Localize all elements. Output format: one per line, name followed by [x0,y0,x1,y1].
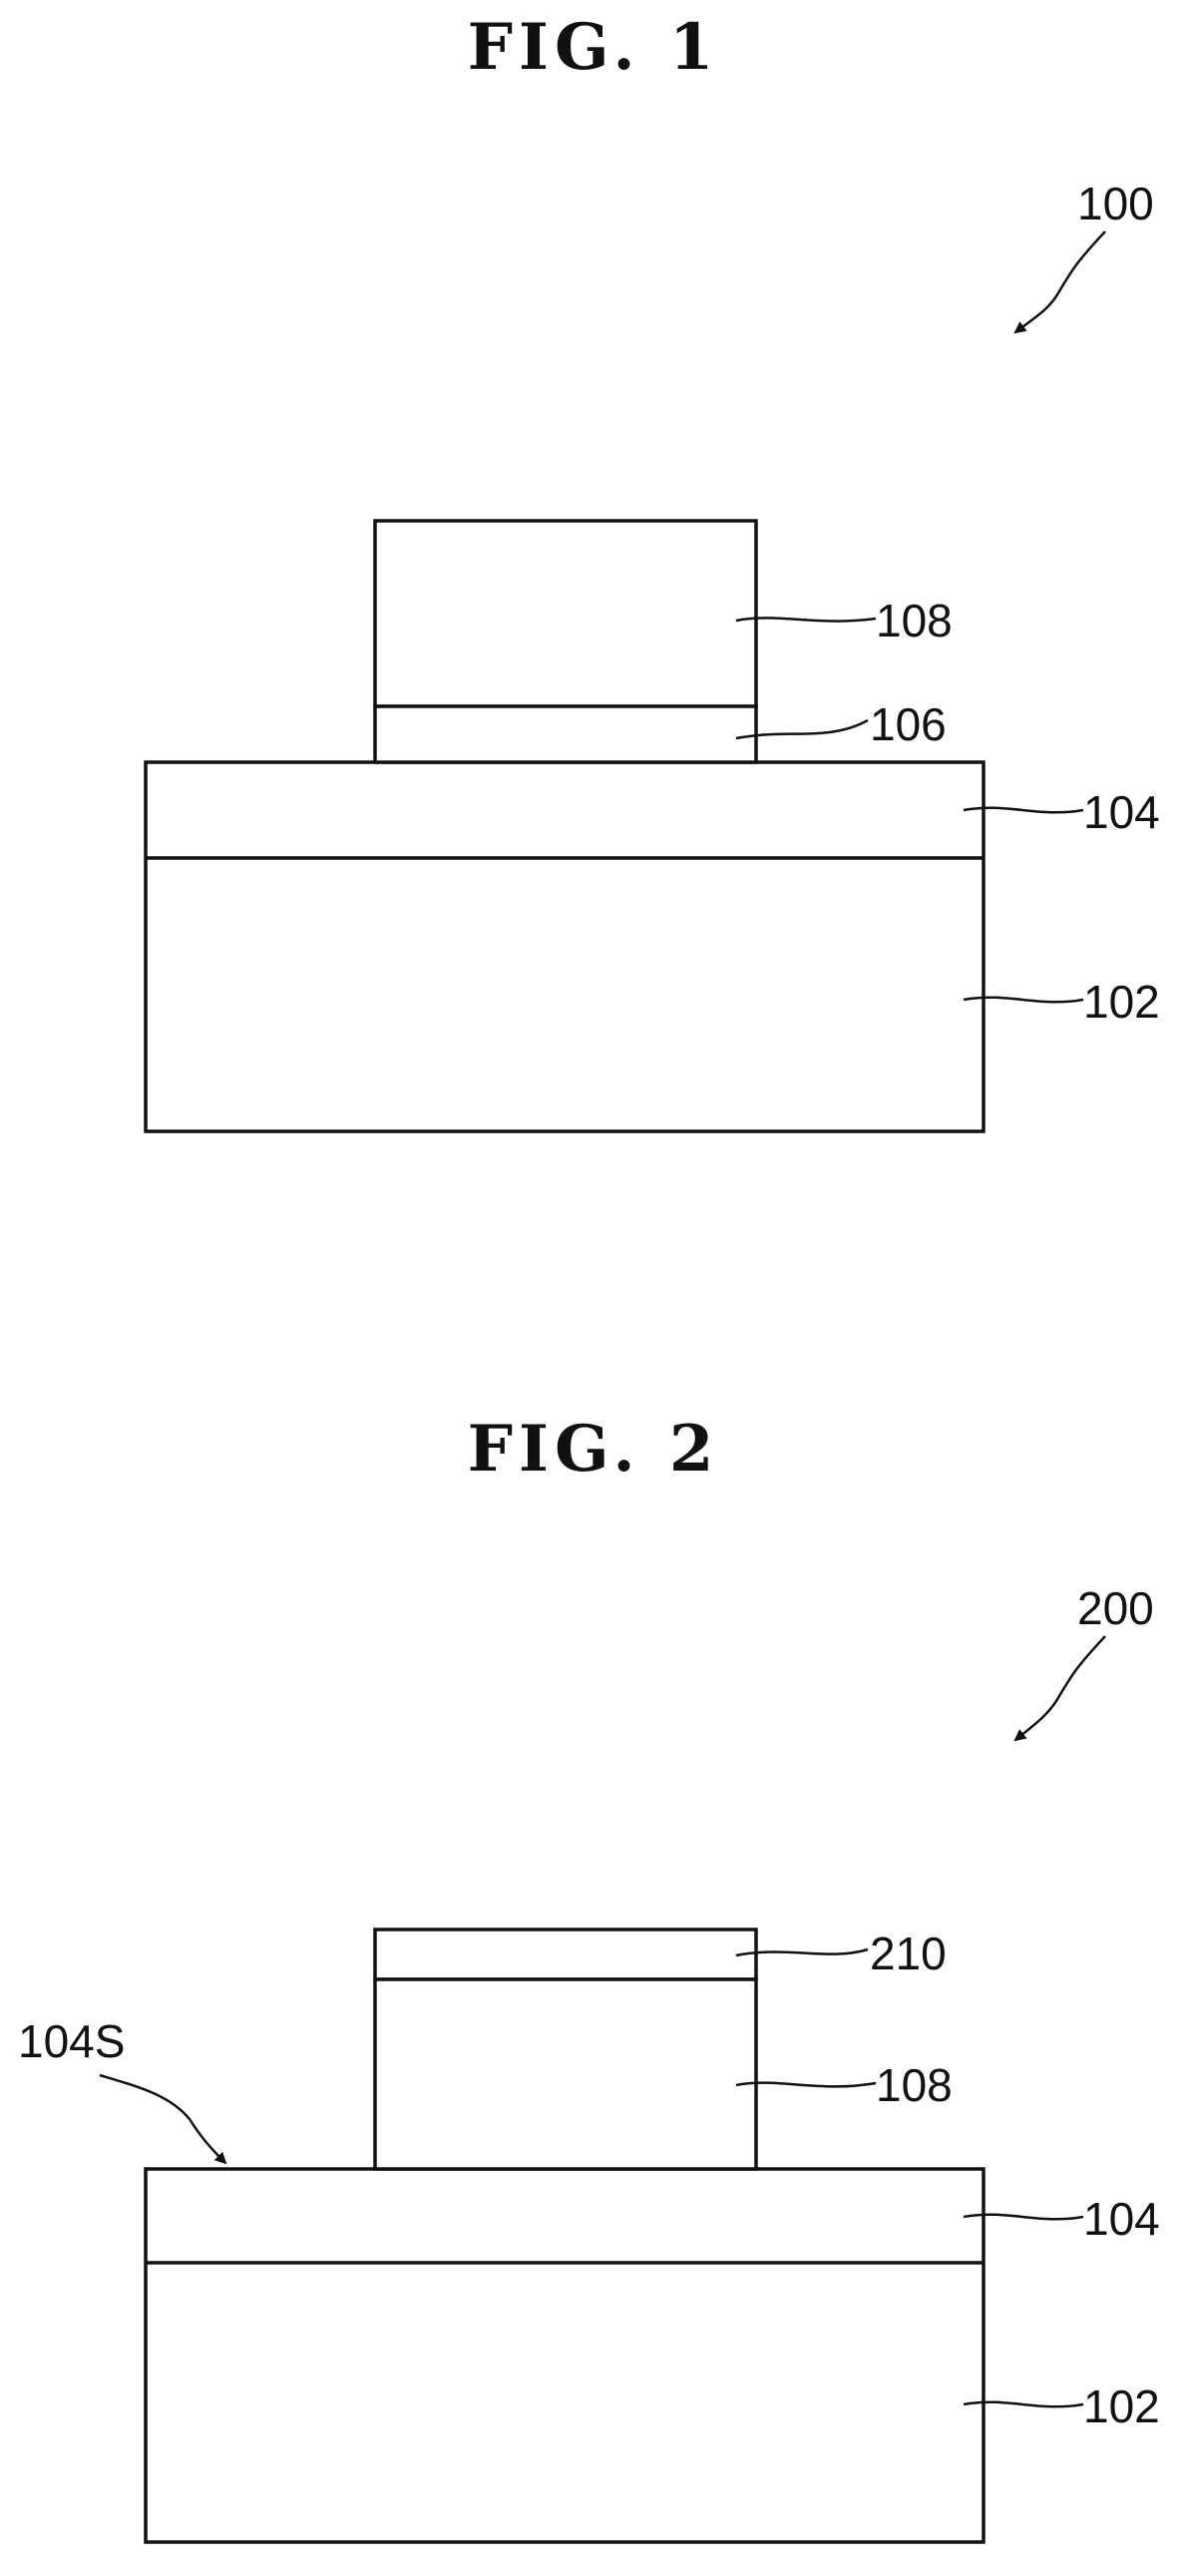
fig2-label-102: 102 [1083,2380,1160,2432]
fig1-substrate-102 [146,762,984,1131]
figure-1-reference-arrow [1015,231,1105,332]
fig2-label-104S: 104S [18,2015,125,2067]
figure-2-reference-arrow [1015,1636,1105,1740]
fig1-label-102: 102 [1083,976,1160,1028]
fig2-layer-108 [375,1979,756,2169]
fig2-arrow-104S [100,2075,225,2163]
fig1-label-104: 104 [1083,786,1160,838]
fig2-label-210: 210 [870,1928,947,1979]
fig1-label-108: 108 [876,595,953,646]
fig1-layer-106 [375,706,756,762]
fig1-label-106: 106 [870,698,947,750]
figure-2-diagram: 200 210 108 104 102 104S [18,1582,1160,2542]
figure-2-reference-label: 200 [1077,1582,1154,1634]
fig2-substrate-102 [146,2169,984,2542]
figure-1-diagram: 100 108 106 104 102 [146,178,1160,1131]
fig2-label-108: 108 [876,2059,953,2111]
figure-1-reference-label: 100 [1077,178,1154,229]
fig2-layer-210 [375,1930,756,1979]
fig2-label-104: 104 [1083,2193,1160,2245]
fig1-layer-108 [375,521,756,706]
